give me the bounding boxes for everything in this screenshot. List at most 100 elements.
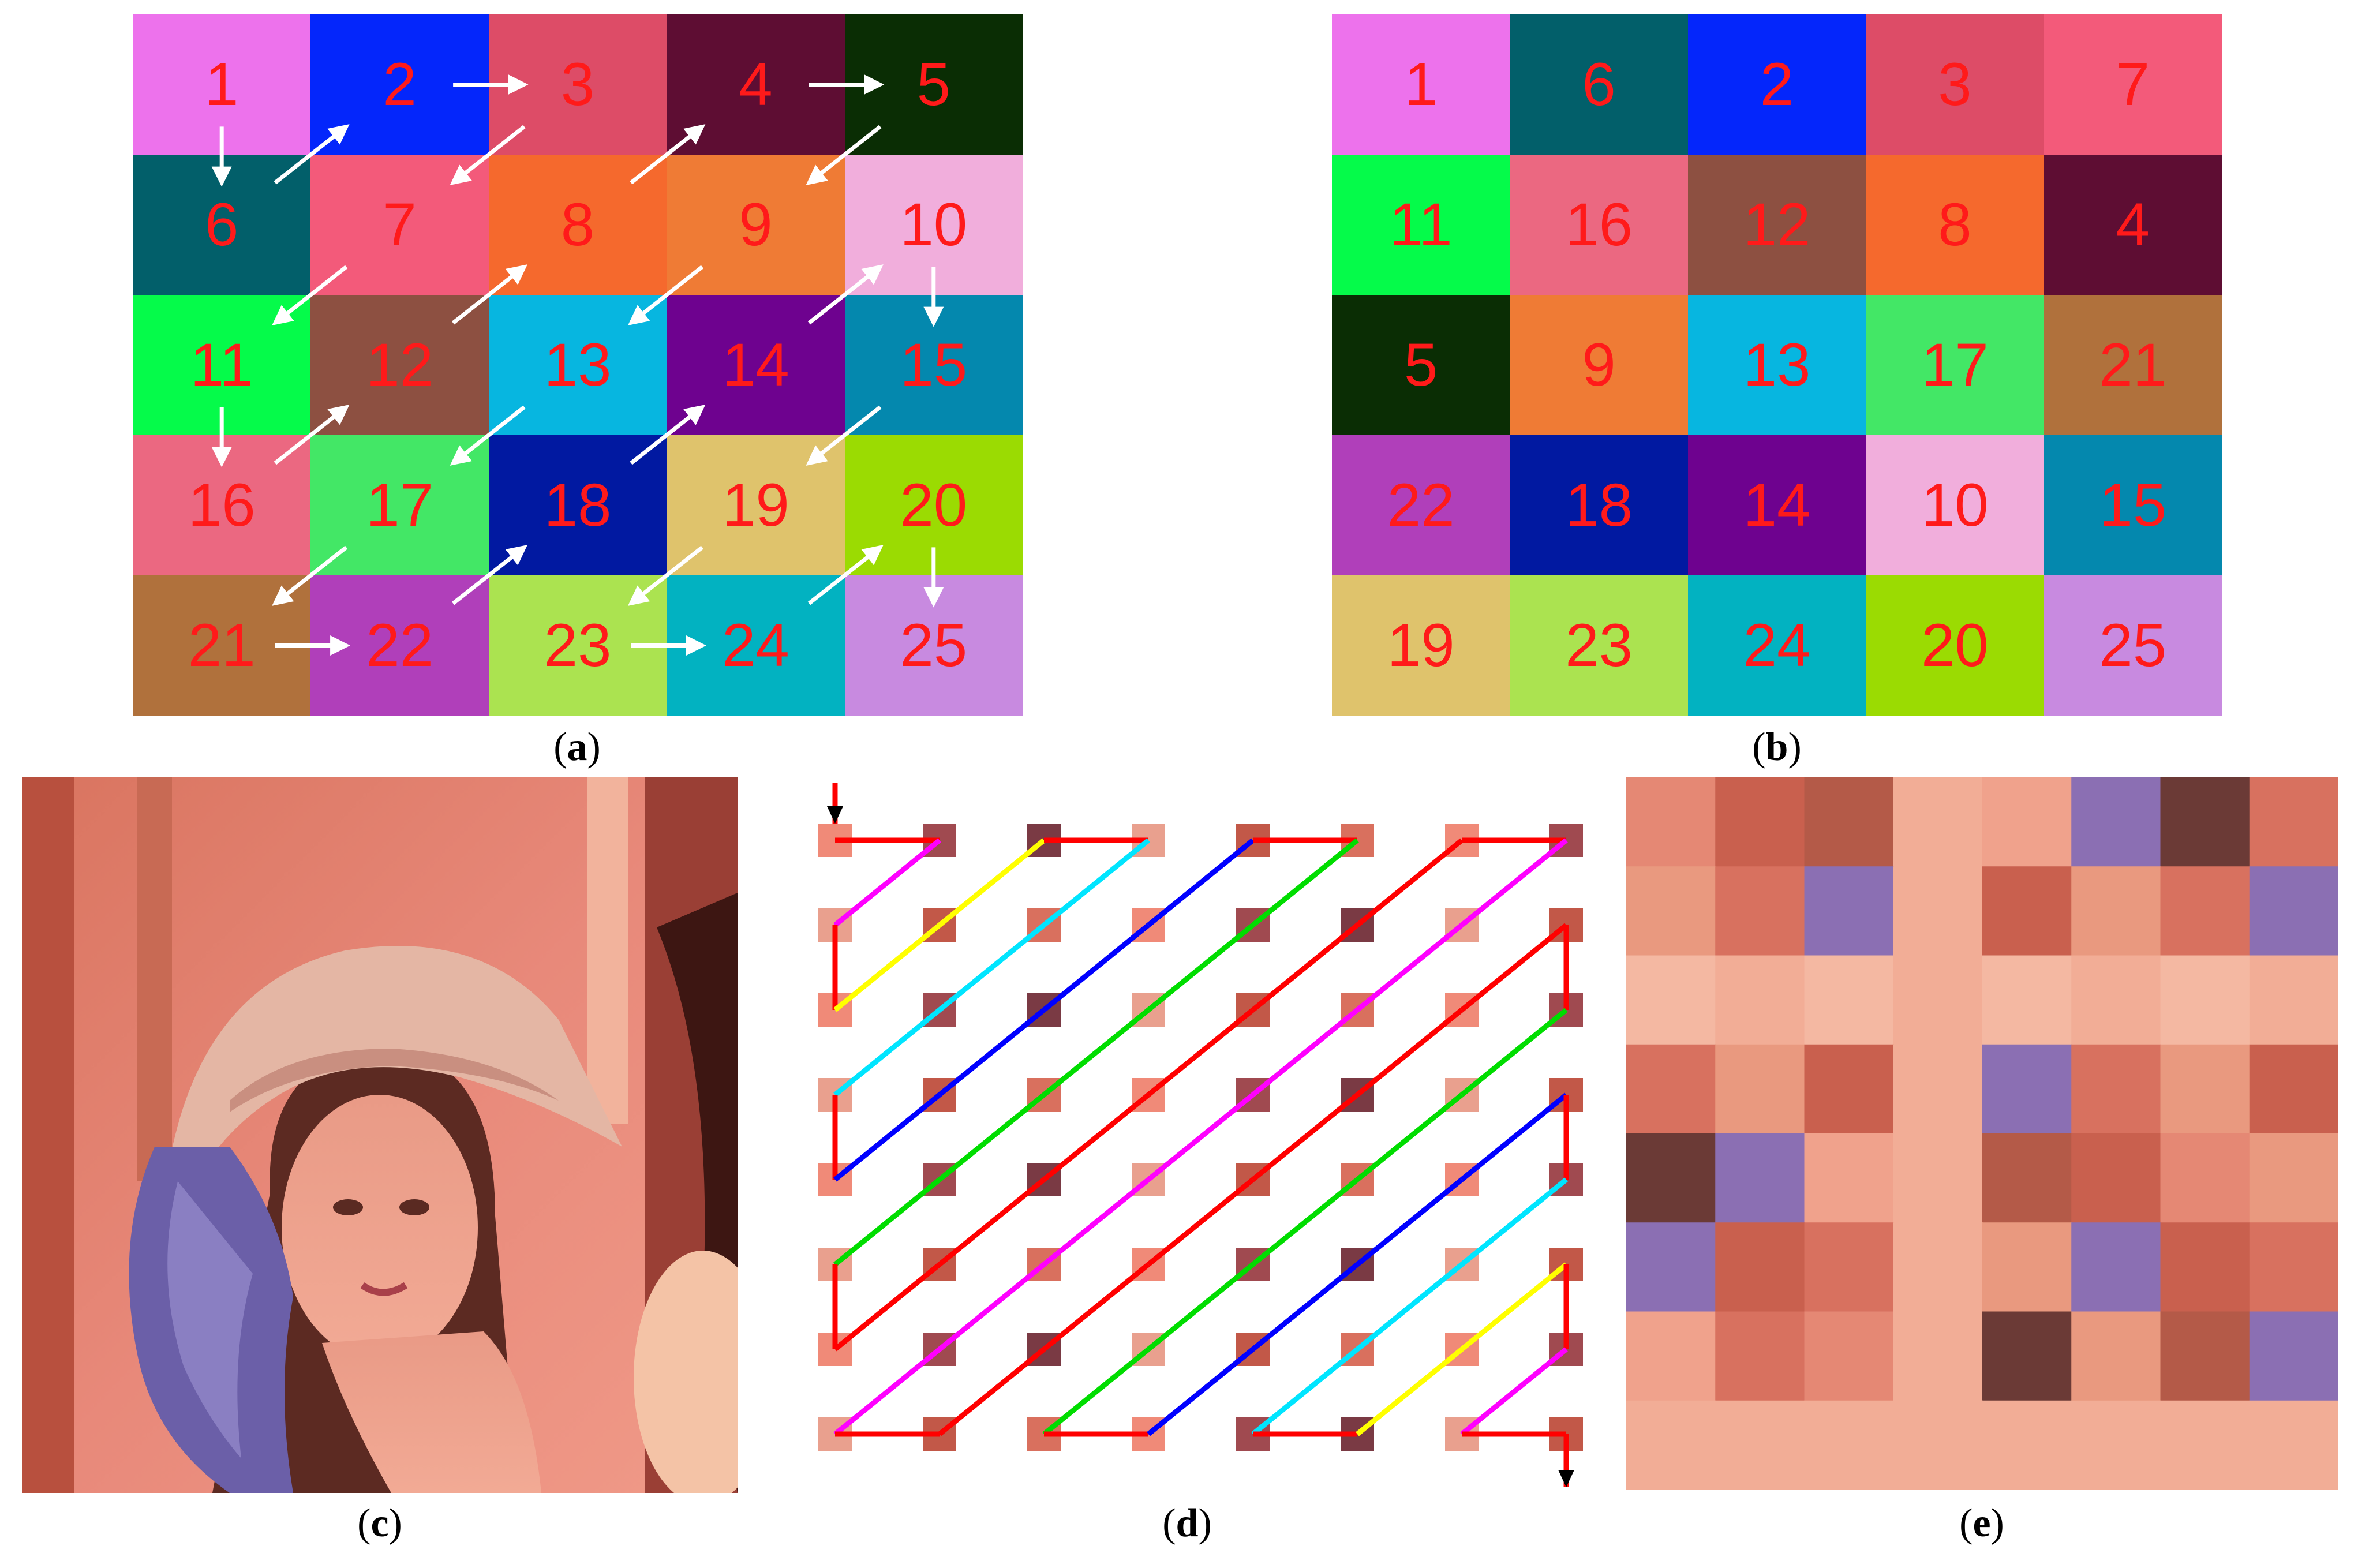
scan-segment (833, 838, 941, 927)
arrow-6-to-2 (274, 124, 350, 185)
scrambled-tile (2160, 955, 2250, 1045)
scan-entry-arrow-head (827, 806, 843, 824)
grid-b-cell-5: 5 (1332, 295, 1510, 435)
grid-b-cell-13: 13 (1687, 295, 1866, 435)
grid-b-cell-3: 3 (1866, 14, 2044, 155)
scan-segment (1460, 1347, 1568, 1436)
scrambled-tile (2249, 1133, 2338, 1223)
scan-exit-arrow-head (1558, 1470, 1574, 1487)
caption-c: (c) (357, 1501, 402, 1545)
grid-b-cell-21: 21 (2043, 295, 2222, 435)
scrambled-tile (1626, 1311, 1716, 1401)
scan-segment (1251, 1092, 1359, 1182)
scrambled-tile (1982, 1222, 2072, 1312)
scrambled-tile (1715, 1400, 1805, 1490)
scan-segment (1042, 838, 1150, 927)
arrow-13-to-17 (450, 405, 526, 466)
arrow-16-to-12 (274, 405, 350, 465)
scrambled-tile (2160, 866, 2250, 956)
scan-segment (938, 923, 1046, 1012)
grid-b-cell-7: 7 (2043, 14, 2222, 155)
scan-segment (1147, 1262, 1255, 1352)
scan-segment (1042, 1008, 1150, 1097)
scan-segment (833, 1262, 941, 1352)
scan-segment (938, 1092, 1046, 1182)
grid-b-cell-20: 20 (1866, 575, 2044, 716)
grid-b-cell-8: 8 (1866, 155, 2044, 295)
scrambled-tile (1804, 1044, 1894, 1134)
scan-segment (833, 1092, 941, 1182)
scan-segment (1042, 1347, 1150, 1436)
scrambled-tile (2071, 955, 2161, 1045)
scan-segment (833, 1347, 941, 1436)
caption-d: (d) (1162, 1501, 1212, 1545)
scan-segment (1042, 1262, 1150, 1352)
arrow-22-to-18 (451, 545, 527, 605)
scan-segment (1042, 1092, 1150, 1182)
arrow-19-to-23 (628, 545, 704, 606)
scan-segment (833, 1008, 941, 1097)
arrow-17-to-21 (272, 545, 348, 606)
arrow-12-to-8 (451, 264, 527, 325)
scrambled-tile (2071, 1311, 2161, 1401)
grid-b-cell-18: 18 (1510, 435, 1688, 575)
scan-segment (1356, 1262, 1464, 1352)
scrambled-tile (2160, 1044, 2250, 1134)
scan-segment (1147, 1008, 1255, 1097)
arrow-5-to-9 (806, 125, 882, 185)
scrambled-tile (2071, 1400, 2161, 1490)
grid-b-cell-14: 14 (1687, 435, 1866, 575)
scrambled-tile (1715, 1222, 1805, 1312)
grid-b-cell-15: 15 (2043, 435, 2222, 575)
grid-b-cell-4: 4 (2043, 155, 2222, 295)
caption-b: (b) (1752, 725, 1802, 769)
scan-segment (1356, 1008, 1464, 1097)
scrambled-tile (1982, 1044, 2072, 1134)
grid-b-cell-23: 23 (1510, 575, 1688, 716)
scan-segment (1460, 838, 1568, 927)
grid-b-cell-1: 1 (1332, 14, 1510, 155)
scrambled-tile (2249, 777, 2338, 867)
original-portrait-image (22, 777, 738, 1493)
scan-segment (833, 923, 941, 1012)
scrambled-tile (1804, 1311, 1894, 1401)
scan-segment (938, 838, 1046, 927)
scan-segment (1356, 1092, 1464, 1182)
scan-segment (1042, 1177, 1150, 1267)
scrambled-tile (1715, 955, 1805, 1045)
arrow-7-to-11 (272, 265, 348, 325)
grid-b-cell-17: 17 (1866, 295, 2044, 435)
scrambled-tile (2249, 1311, 2338, 1401)
scrambled-tile (1804, 955, 1894, 1045)
scan-segment (938, 1262, 1046, 1352)
grid-b-cell-11: 11 (1332, 155, 1510, 295)
caption-e: (e) (1959, 1501, 2004, 1545)
scrambled-tile (1893, 955, 1983, 1045)
scan-segment (1251, 1347, 1359, 1436)
scrambled-tile (2071, 1044, 2161, 1134)
grid-b-cell-19: 19 (1332, 575, 1510, 716)
scrambled-portrait-image (1626, 777, 2338, 1490)
arrow-14-to-10 (807, 264, 884, 325)
scrambled-tile (1626, 1044, 1716, 1134)
scrambled-tile (2249, 1400, 2338, 1490)
scrambled-tile (2160, 1400, 2250, 1490)
scan-segment (1147, 1092, 1255, 1182)
scan-segment (1147, 923, 1255, 1012)
arrow-9-to-13 (628, 265, 704, 325)
scrambled-tile (1893, 1222, 1983, 1312)
scrambled-tile (2071, 866, 2161, 956)
scan-segment (938, 1347, 1046, 1436)
scrambled-tile (1715, 1044, 1805, 1134)
scrambled-tile (1982, 866, 2072, 956)
scrambled-tile (1893, 1133, 1983, 1223)
scan-segment (1356, 923, 1464, 1012)
scrambled-tile (1626, 1133, 1716, 1223)
zigzag-arrows-overlay (211, 74, 944, 656)
scrambled-tile (2249, 1222, 2338, 1312)
scrambled-tile (1626, 1400, 1716, 1490)
scrambled-tile (1626, 777, 1716, 867)
arrow-15-to-19 (806, 405, 882, 466)
scrambled-tile (2249, 1044, 2338, 1134)
